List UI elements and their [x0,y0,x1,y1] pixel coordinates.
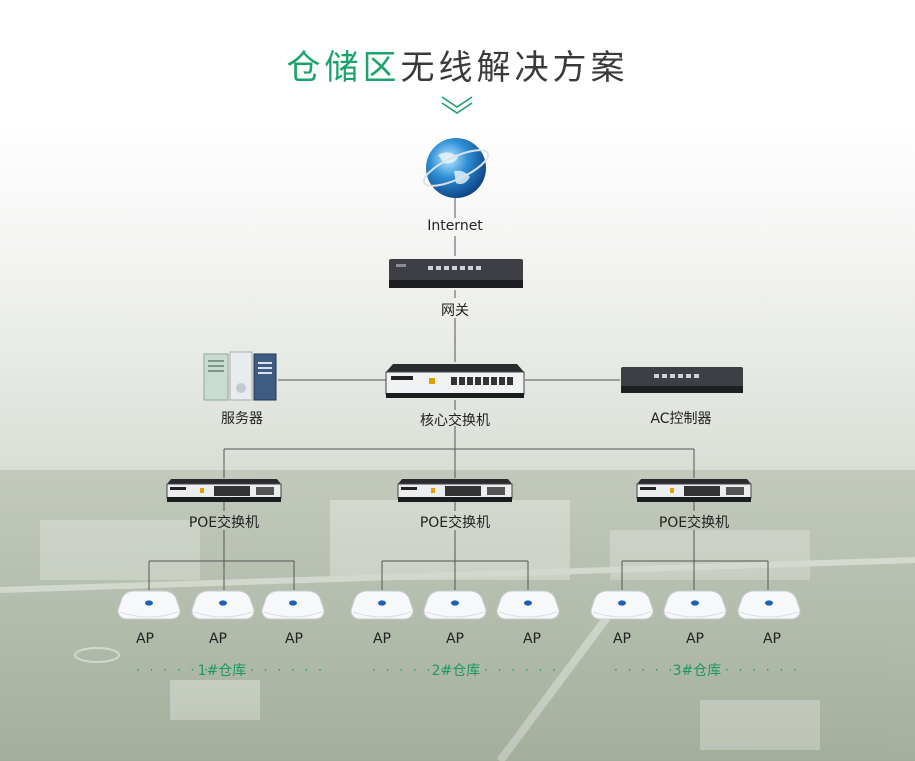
core-switch-label: 核心交换机 [420,413,490,429]
dot-leader-left: · · · · · · [136,663,211,677]
ap-label: AP [445,631,465,647]
dot-leader-right: · · · · · · [725,663,800,677]
gateway-label: 网关 [441,303,469,319]
access-point-icon [737,590,801,620]
server-icon [203,351,277,401]
ac-controller-label: AC控制器 [650,411,712,427]
dot-leader-left: · · · · · · [614,663,689,677]
dot-leader-left: · · · · · · [372,663,447,677]
poe-switch-device-2 [397,479,513,502]
ap-label: AP [612,631,632,647]
core-switch-device [385,364,525,398]
poe-switch-label-3: POE交换机 [658,515,730,531]
internet-globe-icon [422,138,490,198]
access-point-icon [117,590,181,620]
ap-label: AP [522,631,542,647]
poe-switch-device-3 [636,479,752,502]
server-label: 服务器 [221,411,263,427]
access-point-icon [590,590,654,620]
access-point-icon [663,590,727,620]
poe-switch-device-1 [166,479,282,502]
ap-label: AP [208,631,228,647]
ac-controller-device [621,367,743,393]
warehouse-label-1: 1#仓库 [197,663,247,679]
ap-label: AP [372,631,392,647]
access-point-icon [423,590,487,620]
page-title: 仓储区无线解决方案 [0,40,915,89]
access-point-icon [350,590,414,620]
ap-label: AP [135,631,155,647]
access-point-icon [496,590,560,620]
poe-switch-label-1: POE交换机 [188,515,260,531]
access-point-icon [191,590,255,620]
chevron-down-icon [441,96,473,114]
internet-label: Internet [427,218,483,234]
ap-label: AP [685,631,705,647]
ap-label: AP [762,631,782,647]
dot-leader-right: · · · · · · [250,663,325,677]
gateway-device [389,259,523,288]
warehouse-label-3: 3#仓库 [672,663,722,679]
dot-leader-right: · · · · · · [484,663,559,677]
poe-switch-label-2: POE交换机 [419,515,491,531]
title-rest: 无线解决方案 [400,48,629,88]
warehouse-label-2: 2#仓库 [431,663,481,679]
title-accent: 仓储区 [286,48,401,88]
access-point-icon [261,590,325,620]
ap-label: AP [284,631,304,647]
